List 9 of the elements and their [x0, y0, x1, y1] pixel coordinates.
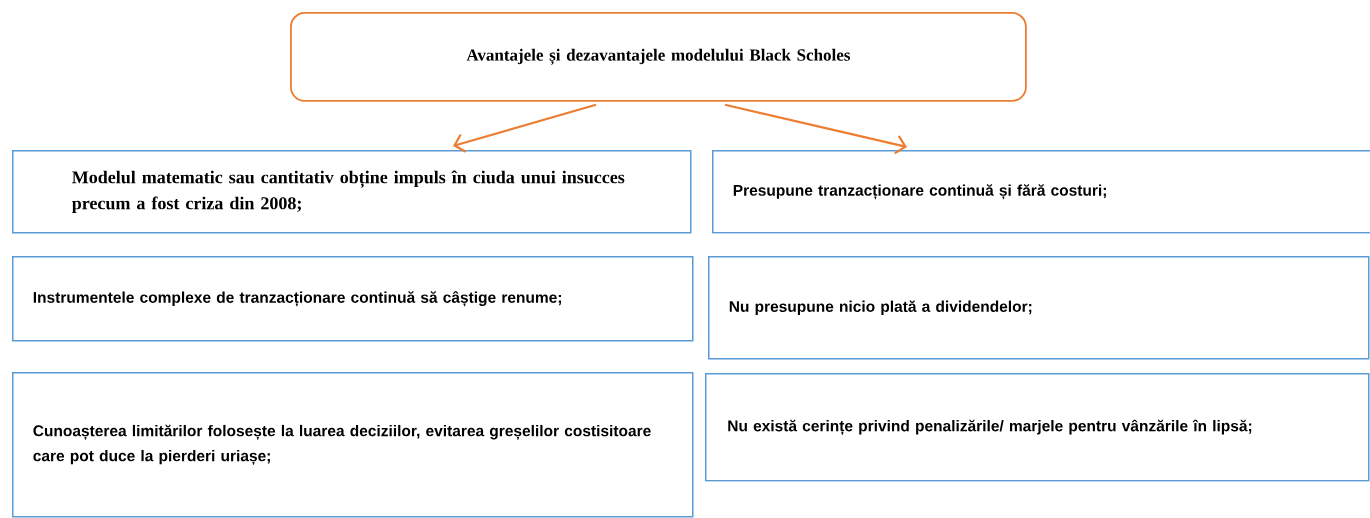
- title-box: Avantajele și dezavantajele modelului Black Scholes: [290, 12, 1027, 102]
- text-box: Nu există cerințe privind penalizările/ marjele pentru vânzările în lipsă;: [705, 373, 1370, 482]
- arrow: [724, 103, 907, 155]
- text-box: Cunoașterea limitărilor folosește la luarea deciziilor, evitarea greșelilor costisitoare care pot duce la pierderi uriașe;: [12, 372, 694, 518]
- arrow: [453, 103, 597, 153]
- text-box: Presupune tranzacționare continuă și fără costuri;: [712, 150, 1370, 234]
- text-box: Instrumentele complexe de tranzacționare continuă să câștige renume;: [12, 256, 694, 342]
- text-box: Nu presupune nicio plată a dividendelor;: [708, 256, 1370, 360]
- text-box: Modelul matematic sau cantitativ obține impuls în ciuda unui insucces precum a fost criza din 2008;: [12, 150, 692, 234]
